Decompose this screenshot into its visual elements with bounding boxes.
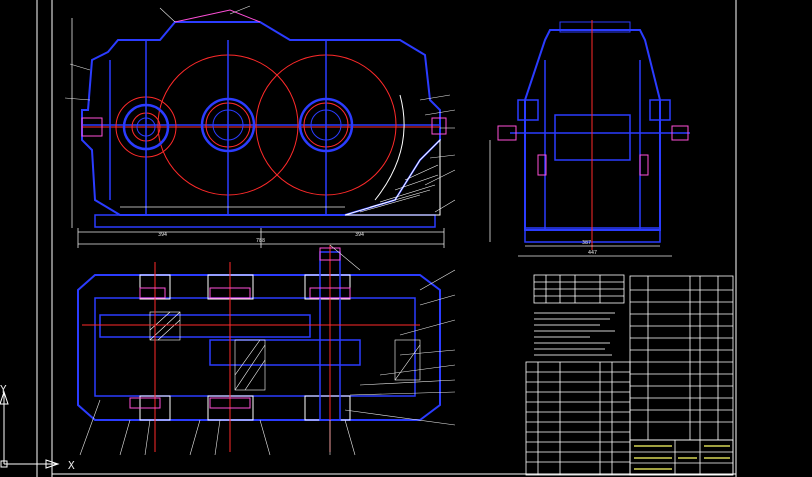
plan-housing-outline — [77, 274, 441, 421]
side-view: 387 447 — [489, 20, 690, 257]
front-view: 394 394 788 — [64, 5, 456, 248]
front-housing-outline — [81, 21, 441, 216]
dim-left-half: 394 — [158, 232, 167, 238]
ucs-x-label: X — [68, 459, 75, 472]
dim-total-length: 788 — [256, 238, 265, 244]
dim-right-half: 394 — [355, 232, 364, 238]
side-dim-base: 447 — [588, 250, 597, 256]
tech-spec-table — [533, 274, 625, 304]
sheet-frame — [36, 0, 737, 477]
title-block-fill — [634, 445, 730, 470]
ucs-icon — [0, 390, 60, 469]
plan-view — [77, 244, 456, 456]
technical-notes — [534, 312, 615, 356]
ucs-y-label: Y — [0, 383, 7, 396]
side-dim-width: 387 — [582, 240, 591, 246]
parts-list-table — [525, 361, 631, 476]
bill-of-materials-table — [629, 275, 734, 476]
title-block — [629, 439, 734, 476]
